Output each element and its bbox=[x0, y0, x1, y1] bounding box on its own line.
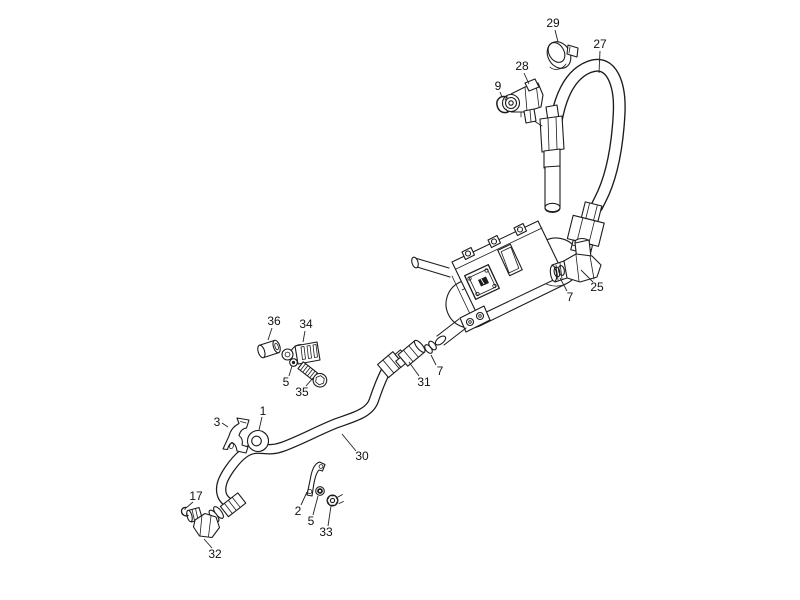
leader-c36 bbox=[267, 327, 273, 341]
leader-c28 bbox=[523, 72, 530, 85]
callout-c32: 32 bbox=[208, 547, 222, 561]
hose-27 bbox=[520, 58, 626, 256]
fitting-31 bbox=[395, 339, 426, 368]
leader-c33 bbox=[327, 505, 332, 527]
leader-c5-mid bbox=[288, 365, 293, 377]
callout-c25: 25 bbox=[590, 280, 604, 294]
control-module bbox=[411, 220, 581, 346]
leader-c35 bbox=[305, 377, 314, 387]
callout-c35: 35 bbox=[295, 385, 309, 399]
washer-5-bottom bbox=[315, 486, 325, 496]
seal-7-right bbox=[553, 265, 565, 278]
callout-c5-bottom: 5 bbox=[308, 514, 315, 528]
leader-c30 bbox=[341, 433, 357, 452]
callout-c9: 9 bbox=[495, 79, 502, 93]
lower-left-port bbox=[434, 318, 467, 346]
leader-c25 bbox=[580, 269, 594, 283]
dust-cap-29 bbox=[546, 41, 579, 70]
bushing-36 bbox=[257, 339, 281, 359]
nut-33 bbox=[326, 494, 344, 507]
clamp-34 bbox=[281, 341, 321, 365]
leader-c34 bbox=[302, 330, 306, 343]
leader-c1 bbox=[258, 416, 263, 431]
elbow-fitting-28 bbox=[501, 78, 544, 124]
leader-c32 bbox=[203, 538, 213, 549]
bracket-2 bbox=[306, 461, 326, 497]
elbow-fitting-32 bbox=[186, 506, 221, 539]
module-foot bbox=[459, 305, 491, 333]
leader-c7-right bbox=[559, 277, 568, 292]
callout-c33: 33 bbox=[319, 525, 333, 539]
callout-c17: 17 bbox=[189, 489, 203, 503]
callout-c31: 31 bbox=[417, 375, 431, 389]
leader-c29 bbox=[554, 29, 559, 43]
leader-c7-mid bbox=[430, 354, 437, 366]
leader-c27 bbox=[598, 50, 601, 74]
leader-c9 bbox=[499, 91, 503, 98]
callout-c3: 3 bbox=[214, 415, 221, 429]
mounting-clips bbox=[461, 222, 528, 261]
leader-c2 bbox=[300, 491, 308, 506]
nut-5-mid bbox=[289, 358, 298, 367]
callout-c1: 1 bbox=[260, 404, 267, 418]
seal-7-mid bbox=[424, 340, 437, 354]
clip-17 bbox=[180, 506, 189, 517]
callout-c28: 28 bbox=[515, 59, 529, 73]
connector-slot bbox=[497, 243, 523, 277]
callout-c29: 29 bbox=[546, 16, 560, 30]
leader-c5-bottom bbox=[312, 495, 319, 516]
callout-c36: 36 bbox=[267, 314, 281, 328]
callout-c30: 30 bbox=[355, 449, 369, 463]
bracket-3 bbox=[222, 417, 250, 454]
leader-c3 bbox=[221, 422, 229, 428]
callout-c34: 34 bbox=[299, 317, 313, 331]
grommet-1 bbox=[246, 429, 270, 453]
callout-c27: 27 bbox=[593, 37, 607, 51]
leader-c31 bbox=[408, 361, 420, 377]
callout-c7-mid: 7 bbox=[437, 364, 444, 378]
hose-27-tube-end bbox=[520, 99, 565, 214]
callout-c5-mid: 5 bbox=[283, 375, 290, 389]
callout-c7-right: 7 bbox=[567, 290, 574, 304]
upper-left-tube bbox=[411, 256, 451, 278]
hose-30-lower-crimp bbox=[219, 492, 247, 518]
connector-square bbox=[464, 264, 500, 300]
callout-c2: 2 bbox=[295, 504, 302, 518]
leader-c17 bbox=[185, 501, 194, 509]
